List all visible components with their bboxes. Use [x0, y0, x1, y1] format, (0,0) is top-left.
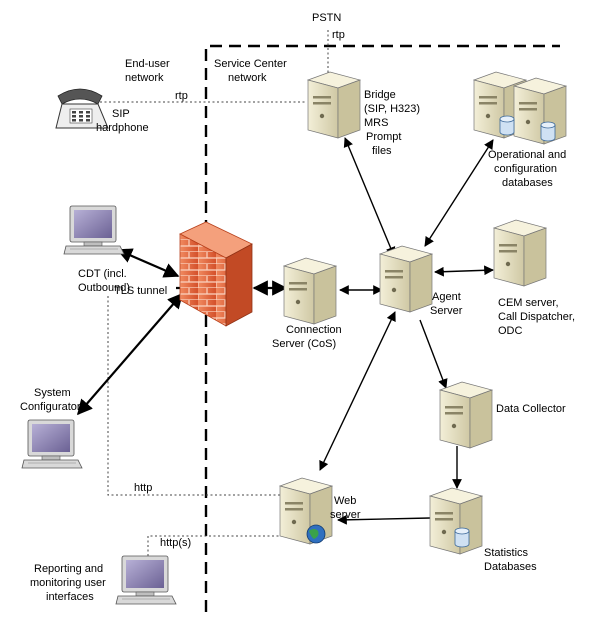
connection-arrows [76, 137, 494, 525]
reporting-https-line [147, 535, 286, 556]
connection-server-icon [283, 257, 337, 325]
network-boundary [204, 44, 560, 612]
agent-datacollector-arrow [419, 319, 448, 389]
agent-cem-arrow [434, 265, 494, 277]
cdt-firewall-arrow [116, 248, 180, 278]
bridge-label: Bridge (SIP, H323) MRS Prompt files [364, 89, 423, 157]
connection-server-label: Connection Server (CoS) [272, 324, 345, 350]
system-configurator-computer-icon [21, 419, 83, 469]
statistics-databases-label: Statistics Databases [484, 547, 537, 573]
https-label: http(s) [160, 537, 191, 549]
bridge-agent-arrow [343, 137, 396, 257]
pstn-label: PSTN [312, 12, 341, 24]
data-collector-label: Data Collector [496, 403, 566, 415]
service-center-network-label: Service Center network [214, 58, 290, 84]
cdt-label: CDT (incl. Outbound) [78, 268, 130, 294]
agent-server-icon [379, 245, 433, 313]
operational-db-server-icon-2 [513, 77, 567, 145]
bridge-server-icon [307, 71, 361, 139]
http-label: http [134, 482, 152, 494]
globe-icon [306, 524, 326, 544]
database-icon-2 [540, 121, 556, 142]
agent-webserver-arrow [319, 311, 396, 471]
firewall-icon [179, 221, 253, 327]
diagram-labels: PSTN rtp End-user network Service Center… [20, 12, 578, 603]
tls-tunnel-label: TLS tunnel [114, 285, 167, 297]
reporting-computer-icon [115, 555, 177, 605]
rtp-left-label: rtp [175, 90, 188, 102]
configurator-firewall-arrow [76, 292, 184, 416]
sip-hardphone-label: SIP hardphone [96, 108, 149, 134]
cdt-http-line [107, 296, 280, 496]
system-configurator-label: System Configurator [20, 387, 81, 413]
statistics-database-icon [454, 527, 470, 548]
web-server-label: Web server [330, 495, 361, 521]
end-user-network-label: End-user network [125, 58, 173, 84]
cdt-computer-icon [63, 205, 125, 255]
database-icon [499, 115, 515, 136]
rtp-top-label: rtp [332, 29, 345, 41]
dotted-connections [100, 30, 329, 556]
cem-server-icon [493, 219, 547, 287]
agent-opdb-arrow [424, 139, 494, 247]
agent-server-label: Agent Server [430, 291, 464, 317]
cem-server-label: CEM server, Call Dispatcher, ODC [498, 297, 578, 337]
telephone-icon [55, 88, 109, 129]
data-collector-server-icon [439, 381, 493, 449]
operational-databases-label: Operational and configuration databases [488, 149, 569, 189]
statistics-webserver-arrow [337, 514, 431, 525]
reporting-label: Reporting and monitoring user interfaces [30, 563, 109, 603]
